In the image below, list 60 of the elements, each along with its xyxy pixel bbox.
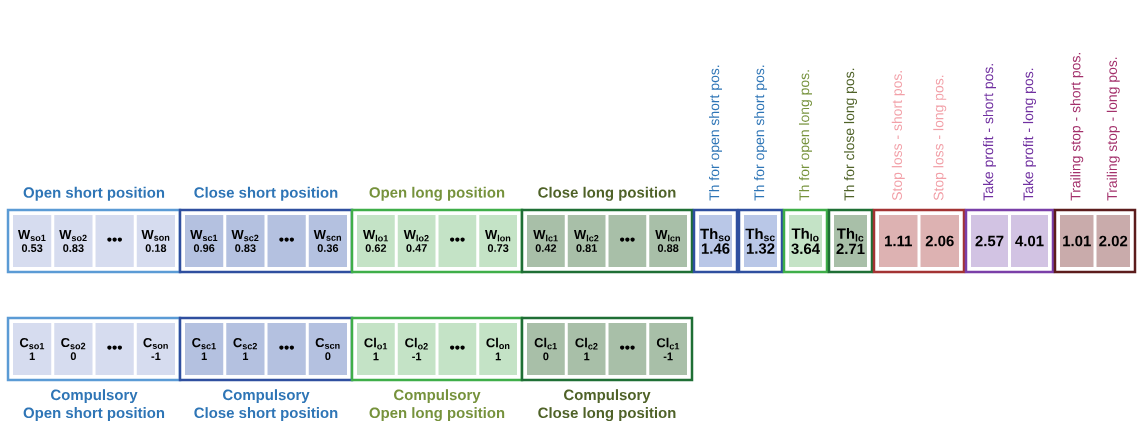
ellipsis-cell: ••• xyxy=(95,323,134,375)
value-cell: W$_{lc2}$ 0.81 xyxy=(567,215,606,267)
value-cell: 2.06 xyxy=(920,215,959,267)
value-cell: W$_{so2}$ 0.83 xyxy=(54,215,93,267)
value-cell: 1.11 xyxy=(879,215,918,267)
value-cell: W$_{so1}$ 0.53 xyxy=(13,215,52,267)
value-cell: 2.57 xyxy=(971,215,1008,267)
value-cell: C$_{scn}$ 0 xyxy=(308,323,347,375)
group-heading: Compulsory Open short position xyxy=(23,389,165,422)
group-heading: Compulsory Open long position xyxy=(369,389,505,422)
value-cell: Cl$_{c1}$ 0 xyxy=(527,323,565,375)
threshold-box: Th$_{lc}$ 2.71 xyxy=(827,208,874,274)
ellipsis-cell: ••• xyxy=(608,215,647,267)
rotated-heading: Trailing stop - short pos. xyxy=(1070,53,1084,201)
value-cell: 1.01 xyxy=(1060,215,1094,267)
rotated-heading: Stop loss - long pos. xyxy=(933,75,947,201)
ellipsis-cell: ••• xyxy=(95,215,134,267)
value-cell: W$_{sc1}$ 0.96 xyxy=(185,215,224,267)
ellipsis-cell: ••• xyxy=(438,323,477,375)
rotated-heading: Trailing stop - long pos. xyxy=(1106,57,1120,201)
value-cell: W$_{lc1}$ 0.42 xyxy=(527,215,565,267)
value-cell: Cl$_{c1}$ -1 xyxy=(649,323,687,375)
value-cell: C$_{so1}$ 1 xyxy=(13,323,52,375)
group-heading: Close short position xyxy=(194,186,338,201)
rotated-heading: Th for close long pos. xyxy=(844,68,857,201)
group-heading: Close long position xyxy=(538,186,676,201)
value-cell: 4.01 xyxy=(1011,215,1048,267)
value-cell: Cl$_{o1}$ 1 xyxy=(357,323,395,375)
ellipsis-cell: ••• xyxy=(438,215,477,267)
ellipsis-cell: ••• xyxy=(267,323,306,375)
value-cell: W$_{scn}$ 0.36 xyxy=(308,215,347,267)
group-heading: Compulsory Close short position xyxy=(194,389,338,422)
group-heading: Compulsory Close long position xyxy=(538,389,676,422)
threshold-box: Th$_{lo}$ 3.64 xyxy=(782,208,829,274)
rotated-heading: Th for open short pos. xyxy=(754,65,767,201)
ellipsis-cell: ••• xyxy=(608,323,647,375)
rotated-heading: Take profit - long pos. xyxy=(1023,68,1036,201)
threshold-box: Th$_{so}$ 1.46 xyxy=(692,208,739,274)
value-cell: Cl$_{o2}$ -1 xyxy=(397,323,436,375)
rotated-heading: Th for open long pos. xyxy=(799,70,812,201)
value-cell: W$_{sc2}$ 0.83 xyxy=(226,215,265,267)
threshold-box: Th$_{sc}$ 1.32 xyxy=(737,208,784,274)
value-cell: C$_{so2}$ 0 xyxy=(54,323,93,375)
group-heading: Open long position xyxy=(369,186,505,201)
value-cell: C$_{sc2}$ 1 xyxy=(226,323,265,375)
value-cell: Cl$_{on}$ 1 xyxy=(479,323,517,375)
value-cell: W$_{lo2}$ 0.47 xyxy=(397,215,436,267)
rotated-heading: Take profit - short pos. xyxy=(983,64,996,201)
value-cell: W$_{lon}$ 0.73 xyxy=(479,215,517,267)
value-cell: Cl$_{c2}$ 1 xyxy=(567,323,606,375)
ellipsis-cell: ••• xyxy=(267,215,306,267)
value-cell: W$_{son}$ 0.18 xyxy=(136,215,175,267)
rotated-heading: Th for open short pos. xyxy=(709,65,722,201)
rotated-heading: Stop loss - short pos. xyxy=(891,71,905,201)
value-cell: C$_{son}$ -1 xyxy=(136,323,175,375)
value-cell: W$_{lcn}$ 0.88 xyxy=(649,215,687,267)
value-cell: 2.02 xyxy=(1096,215,1130,267)
value-cell: W$_{lo1}$ 0.62 xyxy=(357,215,395,267)
group-heading: Open short position xyxy=(23,186,165,201)
value-cell: C$_{sc1}$ 1 xyxy=(185,323,224,375)
